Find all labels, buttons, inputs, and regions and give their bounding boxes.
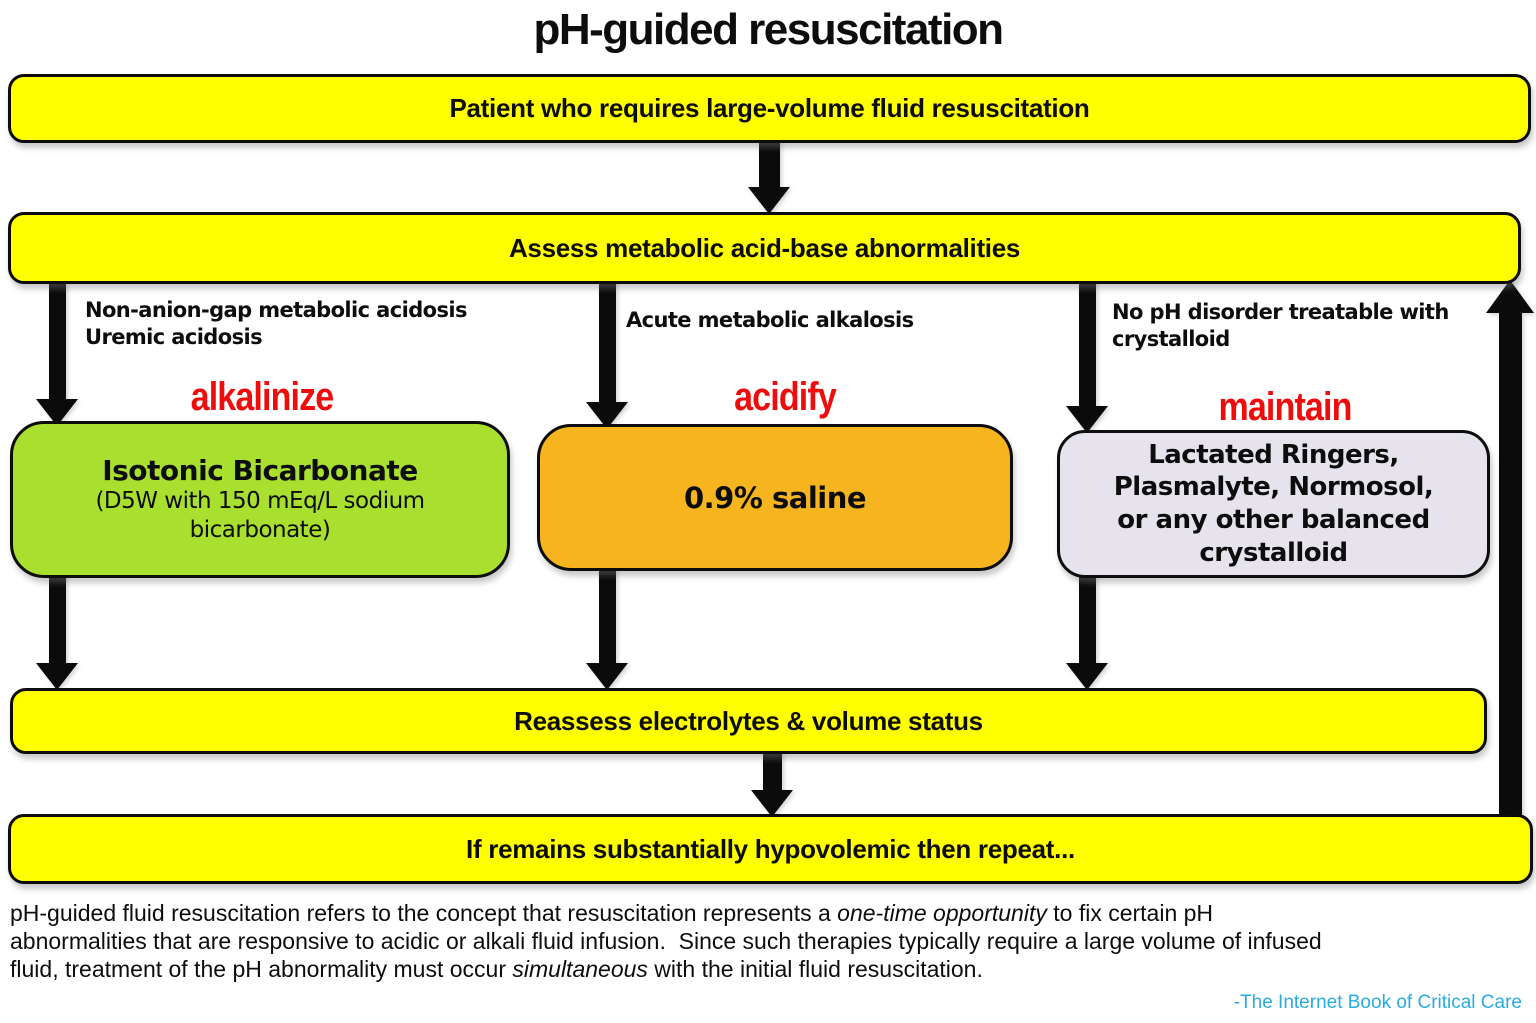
action-label-alkalinize: alkalinize xyxy=(190,375,335,419)
condition-label-no-ph-disorder: No pH disorder treatable with crystalloi… xyxy=(1112,300,1449,351)
arrow-assess-to-alkalinize xyxy=(36,279,78,426)
arrow-shaft xyxy=(758,139,780,187)
arrow-head-up-icon xyxy=(1486,280,1534,313)
footnote-line-2: abnormalities that are responsive to aci… xyxy=(10,927,1322,955)
arrow-assess-to-acidify xyxy=(586,279,628,429)
arrow-repeat-loop-to-assess xyxy=(1486,280,1534,818)
arrow-head-down-icon xyxy=(751,790,793,817)
treatment-box-saline: 0.9% saline xyxy=(537,424,1013,571)
assess-box-label: Assess metabolic acid-base abnormalities xyxy=(508,232,1021,263)
arrow-shaft xyxy=(48,570,66,663)
arrow-head-down-icon xyxy=(748,187,790,214)
footnote-text: pH-guided fluid resuscitation refers to … xyxy=(10,900,838,926)
repeat-box: If remains substantially hypovolemic the… xyxy=(8,814,1533,884)
arrow-shaft xyxy=(48,279,66,399)
arrow-bicarbonate-to-reassess xyxy=(36,570,78,690)
arrow-saline-to-reassess xyxy=(586,565,628,690)
repeat-box-label: If remains substantially hypovolemic the… xyxy=(466,833,1075,864)
arrow-start-to-assess xyxy=(748,139,790,214)
treatment-title: 0.9% saline xyxy=(683,480,867,515)
arrow-head-down-icon xyxy=(586,663,628,690)
credit-line: -The Internet Book of Critical Care xyxy=(1233,992,1522,1013)
treatment-detail: (D5W with 150 mEq/L sodium bicarbonate) xyxy=(95,487,425,543)
arrow-head-down-icon xyxy=(1066,406,1108,433)
arrow-reassess-to-repeat xyxy=(751,747,793,817)
treatment-title: Lactated Ringers, Plasmalyte, Normosol, … xyxy=(1113,439,1434,568)
treatment-box-balanced-crystalloid: Lactated Ringers, Plasmalyte, Normosol, … xyxy=(1057,430,1490,578)
arrow-shaft xyxy=(1498,313,1522,818)
footnote-italic-text: simultaneous xyxy=(512,956,648,982)
arrow-head-down-icon xyxy=(36,663,78,690)
footnote-text: with the initial fluid resuscitation. xyxy=(647,956,983,982)
arrow-shaft xyxy=(598,565,616,663)
arrow-balanced-to-reassess xyxy=(1066,569,1108,690)
treatment-box-isotonic-bicarbonate: Isotonic Bicarbonate (D5W with 150 mEq/L… xyxy=(10,421,510,578)
action-label-acidify: acidify xyxy=(734,375,837,419)
page-title: pH-guided resuscitation xyxy=(533,5,1004,54)
arrow-assess-to-maintain xyxy=(1066,279,1108,433)
action-label-maintain: maintain xyxy=(1218,385,1352,429)
footnote-line-1: pH-guided fluid resuscitation refers to … xyxy=(10,899,1322,927)
footnote-text: abnormalities that are responsive to aci… xyxy=(10,928,1322,954)
footnote-paragraph: pH-guided fluid resuscitation refers to … xyxy=(10,899,1322,983)
arrow-head-down-icon xyxy=(1066,663,1108,690)
reassess-box-label: Reassess electrolytes & volume status xyxy=(514,705,983,736)
arrow-shaft xyxy=(598,279,616,402)
arrow-shaft xyxy=(1078,279,1096,406)
start-box-label: Patient who requires large-volume fluid … xyxy=(449,93,1090,123)
reassess-box: Reassess electrolytes & volume status xyxy=(10,688,1487,754)
footnote-italic-text: one-time opportunity xyxy=(837,900,1047,926)
start-box: Patient who requires large-volume fluid … xyxy=(8,74,1531,143)
condition-label-acidosis: Non-anion-gap metabolic acidosis Uremic … xyxy=(85,298,467,349)
treatment-title: Isotonic Bicarbonate xyxy=(102,453,418,487)
arrow-shaft xyxy=(762,747,782,790)
footnote-line-3: fluid, treatment of the pH abnormality m… xyxy=(10,955,1322,983)
arrow-shaft xyxy=(1078,569,1096,663)
assess-box: Assess metabolic acid-base abnormalities xyxy=(8,212,1521,284)
condition-label-alkalosis: Acute metabolic alkalosis xyxy=(626,308,914,332)
footnote-text: fluid, treatment of the pH abnormality m… xyxy=(10,956,513,982)
footnote-text: to fix certain pH xyxy=(1046,900,1214,926)
